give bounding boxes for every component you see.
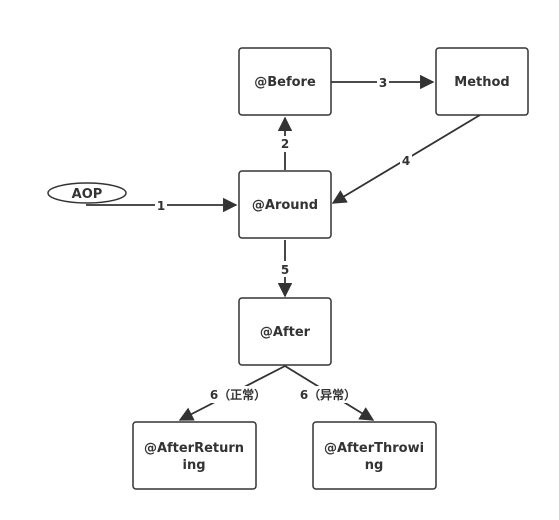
node-method-label: Method bbox=[454, 75, 509, 90]
edge-5: 5 bbox=[277, 240, 293, 298]
node-after-returning-label-line2: ing bbox=[182, 458, 205, 473]
edge-2-label: 2 bbox=[281, 137, 289, 151]
edge-6-exception: 6（异常） bbox=[284, 365, 375, 421]
node-after-returning: @AfterReturn ing bbox=[132, 421, 257, 490]
edge-3-label: 3 bbox=[379, 76, 387, 90]
edge-2: 2 bbox=[277, 116, 293, 170]
edge-1-label: 1 bbox=[157, 199, 165, 213]
edge-4-label: 4 bbox=[402, 154, 410, 168]
edge-6-normal-label: 6（正常） bbox=[210, 387, 266, 402]
node-after-label: @After bbox=[260, 325, 311, 340]
node-before: @Before bbox=[238, 47, 332, 116]
edge-3: 3 bbox=[331, 74, 435, 90]
node-after: @After bbox=[238, 297, 332, 366]
node-before-label: @Before bbox=[254, 75, 316, 90]
edge-6-exception-label: 6（异常） bbox=[300, 387, 356, 402]
edge-1: 1 bbox=[86, 197, 238, 213]
node-after-returning-label-line1: @AfterReturn bbox=[144, 441, 244, 456]
node-after-throwing: @AfterThrowi ng bbox=[312, 421, 437, 490]
node-around-label: @Around bbox=[252, 198, 318, 213]
node-aop-label: AOP bbox=[72, 187, 103, 202]
node-after-throwing-label-line2: ng bbox=[365, 458, 384, 473]
edge-5-label: 5 bbox=[281, 263, 289, 277]
node-after-throwing-label-line1: @AfterThrowi bbox=[324, 441, 424, 456]
node-around: @Around bbox=[238, 170, 332, 239]
node-method: Method bbox=[435, 47, 529, 116]
node-aop: AOP bbox=[47, 182, 127, 204]
edge-4: 4 bbox=[331, 114, 481, 204]
edge-6-normal: 6（正常） bbox=[178, 365, 286, 421]
